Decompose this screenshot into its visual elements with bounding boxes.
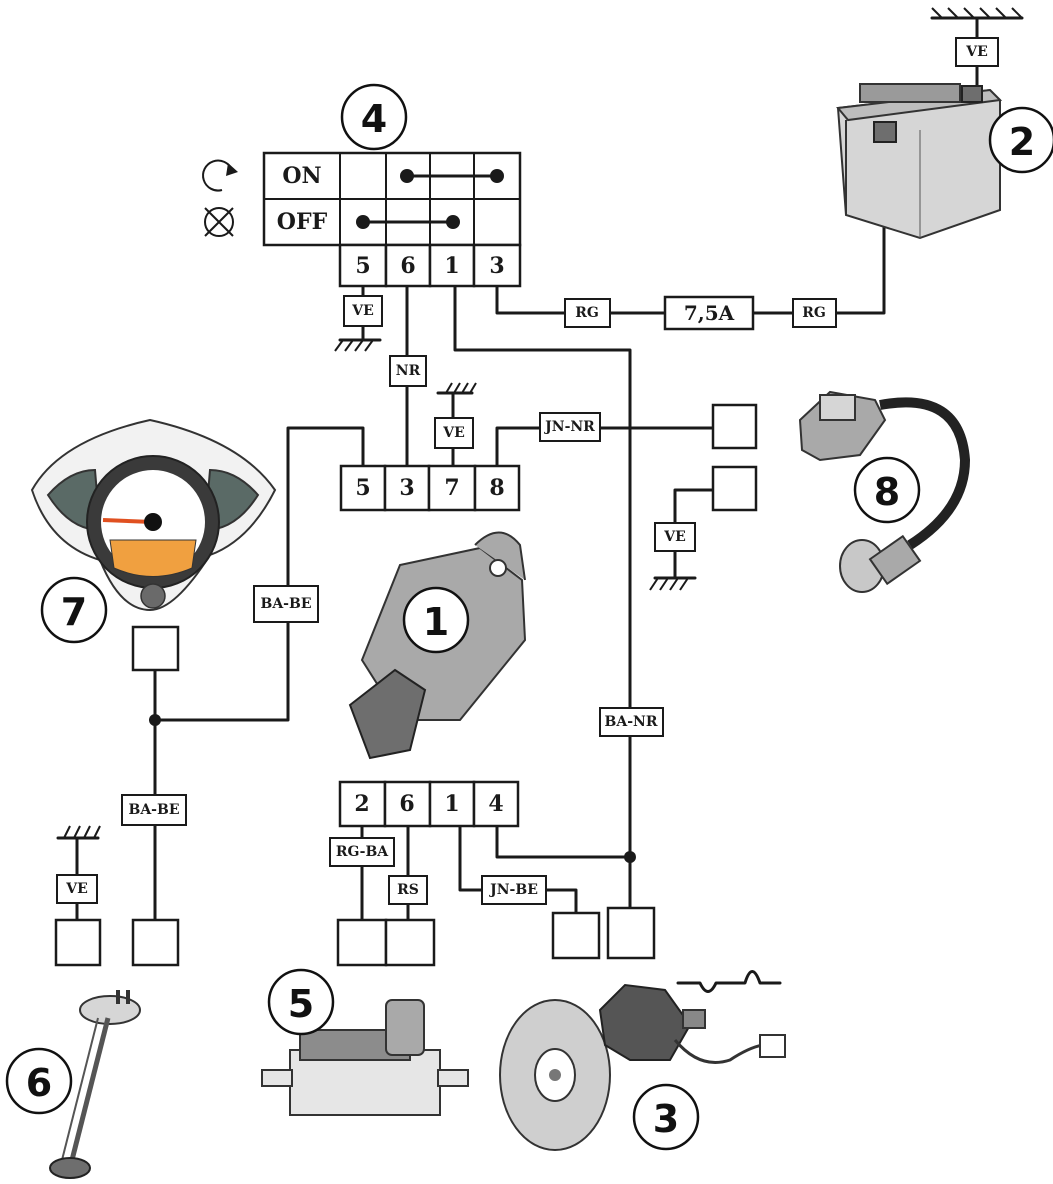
wire-label-rg-1: RG — [575, 305, 599, 321]
coil-terminal-1 — [711, 403, 758, 450]
wire-label-ba-nr: BA-NR — [605, 714, 658, 730]
regulator-connector: 2 6 1 4 — [338, 780, 520, 828]
callout-6: 6 — [26, 1061, 52, 1105]
ground-cdi — [436, 382, 477, 395]
wire-label-jn-be: JN-BE — [488, 882, 538, 898]
regulator-pin-1: 1 — [444, 791, 459, 817]
fuel-sender-illustration — [49, 990, 141, 1179]
wires — [75, 16, 979, 993]
wire-label-ve-coil: VE — [663, 529, 686, 545]
wire-label-ve-cdi: VE — [442, 425, 465, 441]
instrument-terminal — [131, 625, 180, 672]
callout-5: 5 — [288, 982, 314, 1026]
cdi-pin-8: 8 — [489, 475, 504, 501]
regulator-pin-4: 4 — [488, 791, 503, 817]
fuel-terminal-1 — [54, 918, 102, 967]
alternator-terminal-2 — [606, 906, 656, 960]
callout-1: 1 — [423, 600, 449, 644]
callout-4: 4 — [361, 97, 387, 141]
switch-pin-3: 3 — [489, 253, 504, 279]
battery-illustration — [836, 83, 1003, 240]
ground-symbols — [56, 7, 1024, 840]
fuse — [663, 295, 755, 331]
ground-coil — [649, 576, 697, 591]
cdi-pin-3: 3 — [399, 475, 414, 501]
regulator-illustration — [261, 999, 469, 1116]
callout-8: 8 — [874, 470, 900, 514]
wire-label-ba-be-1: BA-BE — [260, 596, 311, 612]
wire-label-ba-be-2: BA-BE — [128, 802, 179, 818]
rotate-off-icon — [204, 207, 234, 237]
wire-label-jn-nr: JN-NR — [543, 419, 595, 435]
callout-7: 7 — [61, 590, 87, 634]
regulator-pin-2: 2 — [354, 791, 369, 817]
rotate-on-icon — [202, 159, 233, 192]
callout-2: 2 — [1009, 120, 1035, 164]
cdi-pin-7: 7 — [444, 475, 459, 501]
switch-on-label: ON — [282, 163, 321, 189]
alternator-terminal-1 — [551, 911, 601, 960]
ground-battery — [930, 7, 1024, 20]
wire-label-ve-battery: VE — [965, 44, 988, 60]
regulator-pin-6: 6 — [399, 791, 414, 817]
switch-pin-1: 1 — [444, 253, 459, 279]
fuse-label: 7,5A — [684, 301, 735, 325]
wire-labels: VE VE RG 7,5A RG NR VE JN-NR VE BA-BE BA… — [56, 37, 999, 905]
ground-fuel — [56, 825, 101, 840]
alternator-illustration — [499, 983, 786, 1151]
fuel-terminal-2 — [131, 918, 180, 967]
callout-3: 3 — [653, 1097, 679, 1141]
terminal-boxes — [54, 403, 758, 967]
wire-label-nr: NR — [396, 363, 421, 379]
ignition-switch-table: ON OFF 5 6 1 3 — [202, 151, 522, 288]
wire-label-rg-ba: RG-BA — [336, 844, 389, 860]
cdi-pin-5: 5 — [355, 475, 370, 501]
wire-label-ve-fuel: VE — [65, 881, 88, 897]
switch-pin-6: 6 — [400, 253, 415, 279]
wire-label-ve-switch: VE — [351, 303, 374, 319]
switch-off-label: OFF — [277, 209, 328, 235]
regulator-terminal-2 — [384, 918, 436, 967]
cdi-connector: 5 3 7 8 — [339, 464, 521, 512]
wire-label-rg-2: RG — [802, 305, 826, 321]
number-callouts: 1 2 3 4 5 6 7 8 — [5, 83, 1053, 1151]
wire-label-rs: RS — [397, 882, 419, 898]
regulator-terminal-1 — [336, 918, 388, 967]
instrument-cluster-illustration — [30, 418, 277, 612]
coil-terminal-2 — [711, 465, 758, 512]
ignition-coil-illustration — [798, 390, 971, 593]
switch-pin-5: 5 — [355, 253, 370, 279]
ground-switch — [334, 338, 382, 352]
